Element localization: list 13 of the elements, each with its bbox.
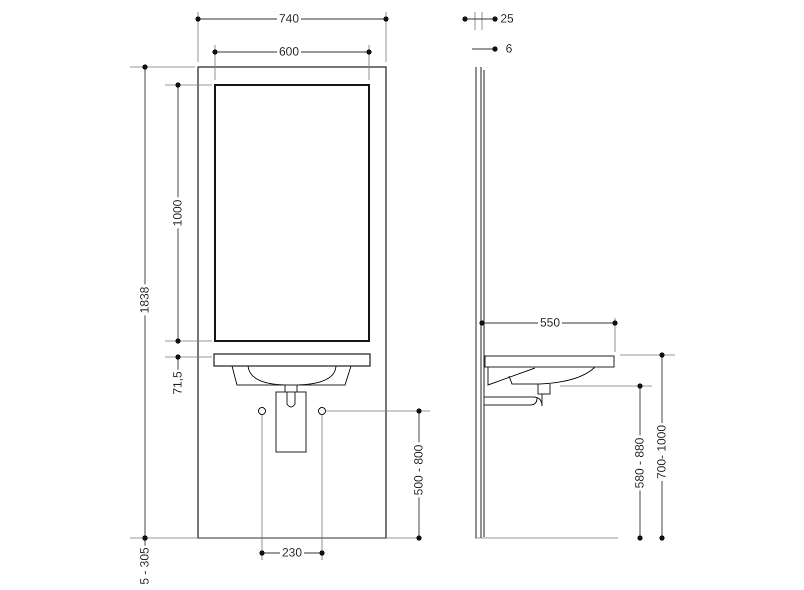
dimension-label: 600	[276, 46, 302, 58]
dimension-label: 740	[276, 12, 302, 26]
dimension-label: 25	[498, 12, 516, 26]
dimension-label: 550	[538, 316, 562, 330]
dimension-label: 230	[280, 546, 304, 560]
dimension-label: 700- 1000	[656, 422, 668, 482]
dimension-label: 1838	[138, 284, 152, 316]
dimension-label: 500 - 800	[412, 442, 426, 498]
dimension-label: 6	[504, 42, 514, 56]
dimension-label: 71,5	[172, 369, 184, 397]
dimension-label: 5 - 305	[138, 545, 152, 587]
dimension-label: 1000	[172, 198, 184, 228]
dimension-label: 580 - 880	[634, 436, 646, 490]
